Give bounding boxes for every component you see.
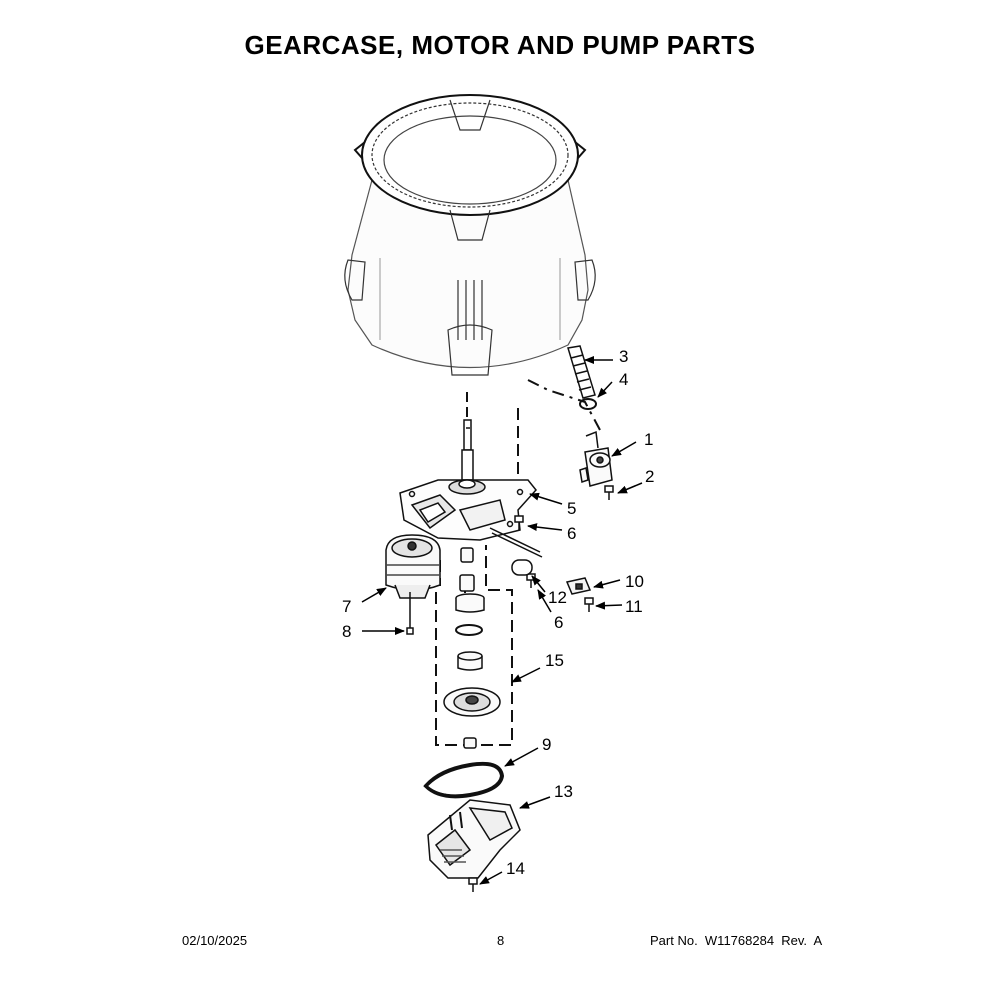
drive-belt[interactable] [423,761,505,799]
callout-arrows [361,356,643,885]
footer-page-number: 8 [497,933,505,948]
callout-12: 12 [548,588,567,607]
drain-hose[interactable] [567,345,596,399]
arrow-5 [529,492,563,505]
drain-pump[interactable] [579,430,613,487]
drive-shaft [461,419,474,481]
wash-tub [344,94,596,376]
arrow-1 [611,441,637,457]
arrow-13 [519,796,551,809]
callout-1: 1 [644,430,653,449]
arrow-10 [593,579,621,589]
arrow-15 [511,667,541,683]
footer-date: 02/10/2025 [182,933,248,948]
switch-sensor[interactable] [565,577,592,595]
arrow-2 [617,482,643,494]
gearcase-screw[interactable] [514,515,524,530]
capacitor-screw[interactable] [526,573,536,588]
callout-8: 8 [342,622,351,641]
motor-shield[interactable] [427,799,521,879]
callout-labels: 3 4 1 2 5 6 12 6 10 11 7 8 15 9 13 14 [342,347,654,878]
arrow-12 [531,575,546,593]
callout-5: 5 [567,499,576,518]
callout-6b: 6 [554,613,563,632]
callout-11: 11 [625,597,643,616]
shield-screw[interactable] [468,877,478,892]
callout-3: 3 [619,347,628,366]
capacitor[interactable] [489,527,543,576]
page-title: GEARCASE, MOTOR AND PUMP PARTS [244,30,756,60]
hose-clamp[interactable] [579,398,597,410]
callout-13: 13 [554,782,573,801]
callout-9: 9 [542,735,551,754]
arrow-6a [527,523,563,532]
callout-7: 7 [342,597,351,616]
arrow-7 [361,587,387,603]
arrow-11 [595,601,623,610]
callout-10: 10 [625,572,644,591]
callout-6a: 6 [567,524,576,543]
drive-motor[interactable] [385,534,441,599]
arrow-14 [479,871,503,885]
arrow-6b [537,589,552,613]
arrow-4 [597,381,613,398]
footer-part-number: Part No. W11768284 Rev. A [650,933,823,948]
pulley-clutch-kit[interactable] [443,547,501,749]
callout-14: 14 [506,859,525,878]
callout-15: 15 [545,651,564,670]
motor-bolt[interactable] [406,592,414,635]
callout-4: 4 [619,370,628,389]
arrow-9 [504,747,539,767]
callout-2: 2 [645,467,654,486]
pump-screw[interactable] [604,485,614,500]
switch-screw[interactable] [584,597,594,612]
gearcase-assembly[interactable] [399,479,537,541]
